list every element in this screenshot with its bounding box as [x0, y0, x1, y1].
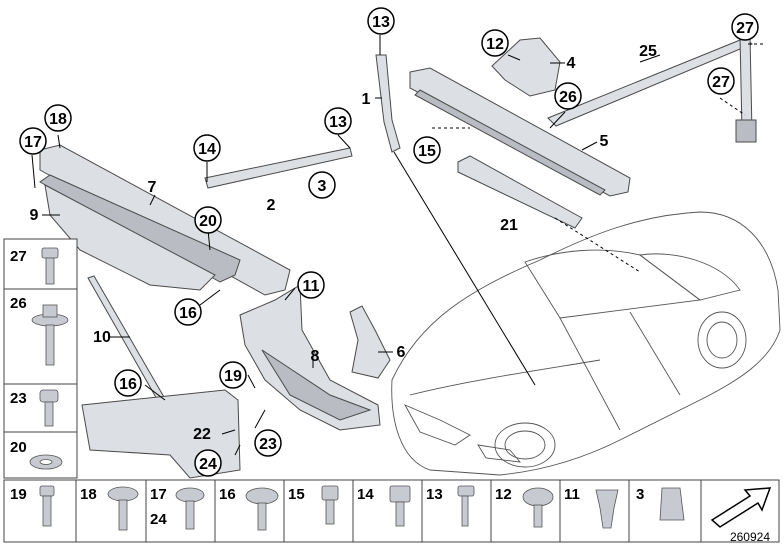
svg-text:24: 24 [150, 511, 167, 528]
svg-text:11: 11 [564, 486, 580, 503]
svg-text:3: 3 [636, 486, 644, 503]
bolt-14-icon [389, 485, 411, 527]
svg-text:5: 5 [600, 133, 609, 150]
bolt-12-icon [522, 487, 554, 528]
svg-text:14: 14 [357, 486, 374, 503]
callout: 20 [194, 206, 222, 234]
bolt-23-icon [39, 389, 59, 427]
nut-3-icon [659, 487, 685, 521]
bolt-27-icon [41, 247, 59, 285]
direction-arrow-icon [710, 487, 772, 528]
svg-text:14: 14 [198, 141, 216, 158]
callout: 11 [297, 271, 325, 299]
svg-text:24: 24 [199, 456, 217, 473]
callout: 15 [413, 136, 441, 164]
callout: 27 [731, 13, 759, 41]
svg-text:17: 17 [150, 486, 167, 503]
part-strut-1 [375, 54, 401, 153]
svg-text:12: 12 [486, 36, 504, 53]
callout: 26 [554, 82, 582, 110]
callout: 16 [114, 369, 142, 397]
callout: 19 [219, 361, 247, 389]
reference-number: 260924 [729, 530, 770, 544]
svg-text:23: 23 [10, 390, 27, 407]
part-strut-2 [204, 147, 353, 189]
part-bracket-6 [349, 305, 391, 379]
washer-20-icon [29, 454, 63, 470]
car-outline [391, 211, 781, 476]
part-mat-21 [457, 155, 583, 229]
svg-text:8: 8 [311, 348, 320, 365]
leader-lines [31, 35, 765, 456]
part-duct-8 [239, 284, 381, 431]
svg-text:19: 19 [224, 368, 242, 385]
svg-text:9: 9 [30, 207, 39, 224]
callout: 16 [174, 298, 202, 326]
svg-text:26: 26 [10, 295, 27, 312]
svg-text:12: 12 [495, 486, 512, 503]
svg-text:11: 11 [303, 278, 320, 295]
svg-text:18: 18 [49, 111, 67, 128]
part-plate-5 [409, 67, 631, 197]
callout: 12 [481, 29, 509, 57]
bolt-18-icon [107, 486, 139, 531]
part-crossmember-7 [39, 144, 291, 296]
svg-text:19: 19 [10, 486, 27, 503]
svg-text:3: 3 [318, 178, 327, 195]
svg-text:21: 21 [500, 217, 518, 234]
bolt-26-icon [31, 304, 69, 366]
plain-labels: 4 1 5 7 9 2 21 10 8 6 [30, 55, 609, 365]
callout: 3 [308, 171, 336, 199]
callout: 17 [19, 127, 47, 155]
svg-text:6: 6 [397, 344, 406, 361]
part-bracket-4 [491, 37, 561, 97]
svg-text:27: 27 [10, 248, 27, 265]
svg-text:16: 16 [179, 305, 197, 322]
svg-text:13: 13 [329, 114, 347, 131]
callouts: 13 12 27 25 27 18 17 26 13 14 15 20 11 1… [19, 7, 759, 477]
svg-text:2: 2 [267, 197, 276, 214]
callout: 27 [707, 67, 735, 95]
fastener-side-panel: 27 26 23 20 [3, 238, 78, 479]
label-25: 25 [639, 43, 657, 60]
svg-text:1: 1 [362, 91, 371, 108]
callout: 13 [367, 7, 395, 35]
svg-text:16: 16 [119, 376, 137, 393]
label-22: 22 [193, 426, 211, 443]
svg-text:4: 4 [567, 55, 576, 72]
svg-text:27: 27 [712, 74, 730, 91]
svg-text:10: 10 [93, 329, 111, 346]
part-rod-25 [547, 35, 757, 143]
bolt-13-icon [457, 485, 475, 527]
svg-text:27: 27 [736, 20, 754, 37]
svg-text:15: 15 [288, 486, 305, 503]
svg-text:13: 13 [426, 486, 443, 503]
callout: 18 [44, 104, 72, 132]
callout: 13 [324, 107, 352, 135]
callout: 23 [254, 429, 282, 457]
callout: 24 [194, 449, 222, 477]
svg-text:26: 26 [559, 89, 577, 106]
callout: 14 [193, 134, 221, 162]
bolt-15-icon [321, 485, 339, 525]
bolt-17-icon [175, 487, 205, 530]
svg-text:23: 23 [259, 436, 277, 453]
fastener-bottom-row: 19 18 17 24 16 15 14 13 12 11 3 [3, 479, 780, 543]
clip-11-icon [595, 489, 619, 529]
bolt-19-icon [39, 485, 55, 527]
svg-text:15: 15 [418, 143, 436, 160]
svg-text:20: 20 [199, 213, 217, 230]
svg-text:13: 13 [372, 14, 390, 31]
svg-text:20: 20 [10, 439, 27, 456]
svg-text:18: 18 [80, 486, 97, 503]
svg-text:7: 7 [148, 179, 157, 196]
svg-text:16: 16 [219, 486, 236, 503]
bolt-16-icon [245, 487, 279, 531]
svg-text:17: 17 [24, 134, 42, 151]
